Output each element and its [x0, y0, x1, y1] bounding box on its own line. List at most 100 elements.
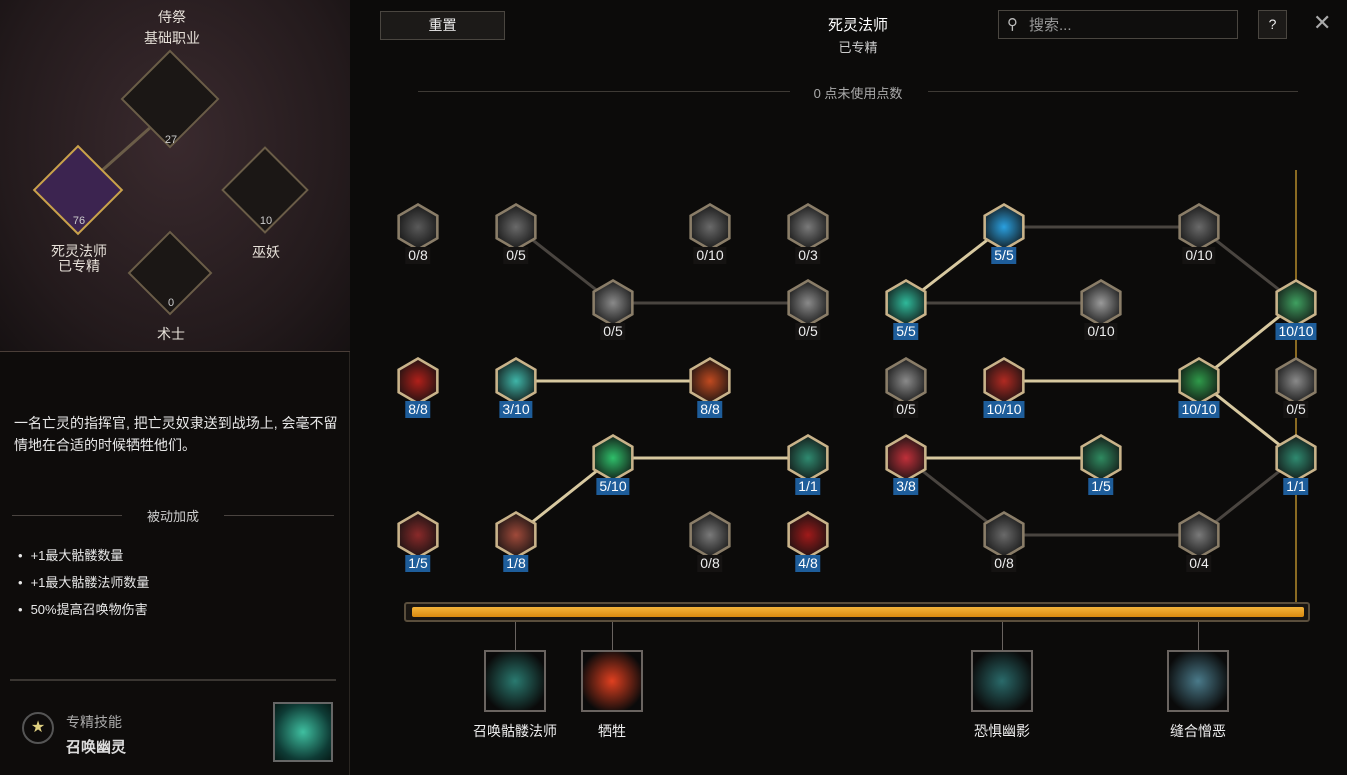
talent-node[interactable]: 1/1	[784, 434, 832, 495]
talent-node[interactable]: 5/5	[882, 279, 930, 340]
talent-rank: 0/10	[1182, 247, 1216, 264]
talent-rank: 0/10	[693, 247, 727, 264]
skill-icon[interactable]	[484, 650, 546, 712]
talent-icon	[787, 434, 829, 482]
talent-rank: 5/5	[893, 323, 919, 340]
talent-rank: 8/8	[405, 401, 431, 418]
talent-node[interactable]: 8/8	[686, 357, 734, 418]
talent-rank: 10/10	[1275, 323, 1317, 340]
talent-rank: 1/5	[1088, 478, 1114, 495]
talent-rank: 8/8	[697, 401, 723, 418]
talent-rank: 0/5	[893, 401, 919, 418]
skill-icon[interactable]	[581, 650, 643, 712]
passive-item: +1最大骷髅数量	[18, 542, 149, 569]
talent-rank: 0/8	[405, 247, 431, 264]
search-box[interactable]: ⚲	[998, 10, 1238, 39]
talent-node[interactable]: 1/1	[1272, 434, 1320, 495]
skill-icon[interactable]	[971, 650, 1033, 712]
talent-icon	[689, 203, 731, 251]
left-panel: 侍祭 基础职业 27 76 死灵法师 已专精 10 巫妖 0 术士 一名亡灵的指…	[0, 0, 350, 775]
progress-fill	[412, 607, 1304, 617]
page-title: 死灵法师	[827, 17, 889, 34]
talent-rank: 0/10	[1084, 323, 1118, 340]
base-class-title: 侍祭	[158, 9, 186, 25]
talent-node[interactable]: 10/10	[1175, 357, 1223, 418]
search-input[interactable]	[1029, 14, 1229, 36]
necromancer-points: 76	[72, 215, 86, 227]
reset-button[interactable]: 重置	[380, 11, 505, 40]
passive-header: 被动加成	[12, 506, 334, 525]
talent-rank: 0/8	[991, 555, 1017, 572]
skill-name: 缝合憎恶	[1170, 723, 1226, 739]
talent-icon	[1178, 511, 1220, 559]
progress-bar	[404, 602, 1310, 622]
talent-icon	[787, 279, 829, 327]
talent-node[interactable]: 3/8	[882, 434, 930, 495]
talent-node[interactable]: 0/5	[784, 279, 832, 340]
talent-icon	[983, 511, 1025, 559]
skill-connector	[515, 622, 516, 650]
talent-node[interactable]: 1/8	[492, 511, 540, 572]
talent-rank: 0/8	[697, 555, 723, 572]
talent-rank: 1/1	[795, 478, 821, 495]
help-button[interactable]: ?	[1258, 10, 1287, 39]
passive-item: +1最大骷髅法师数量	[18, 569, 150, 596]
talent-icon	[983, 357, 1025, 405]
talent-icon	[1178, 357, 1220, 405]
talent-node[interactable]: 10/10	[1272, 279, 1320, 340]
talent-rank: 0/5	[1283, 401, 1309, 418]
skill-name: 牺牲	[598, 723, 626, 739]
talent-node[interactable]: 1/5	[394, 511, 442, 572]
talent-node[interactable]: 0/5	[882, 357, 930, 418]
lich-points: 10	[259, 215, 273, 227]
talent-icon	[1275, 279, 1317, 327]
talent-node[interactable]: 10/10	[980, 357, 1028, 418]
talent-rank: 1/8	[503, 555, 529, 572]
talent-node[interactable]: 0/3	[784, 203, 832, 264]
talent-node[interactable]: 0/8	[980, 511, 1028, 572]
talent-node[interactable]: 0/8	[686, 511, 734, 572]
close-icon[interactable]: ✕	[1313, 10, 1332, 35]
talent-icon	[689, 511, 731, 559]
talent-node[interactable]: 8/8	[394, 357, 442, 418]
unused-points: 0 点未使用点数	[813, 86, 903, 101]
talent-node[interactable]: 0/10	[1175, 203, 1223, 264]
talent-node[interactable]: 0/5	[589, 279, 637, 340]
warlock-points: 0	[167, 297, 175, 309]
spec-skill-icon[interactable]	[273, 702, 333, 762]
talent-icon	[885, 357, 927, 405]
talent-node[interactable]: 0/4	[1175, 511, 1223, 572]
talent-node[interactable]: 0/5	[1272, 357, 1320, 418]
talent-node[interactable]: 3/10	[492, 357, 540, 418]
talent-icon	[1080, 434, 1122, 482]
talent-node[interactable]: 1/5	[1077, 434, 1125, 495]
skill-icon[interactable]	[1167, 650, 1229, 712]
warlock-name: 术士	[157, 326, 185, 342]
talent-rank: 0/3	[795, 247, 821, 264]
talent-rank: 3/10	[499, 401, 533, 418]
talent-node[interactable]: 0/5	[492, 203, 540, 264]
talent-node[interactable]: 0/8	[394, 203, 442, 264]
spec-skill-label: 专精技能	[66, 714, 122, 730]
talent-rank: 0/5	[503, 247, 529, 264]
divider	[418, 91, 790, 92]
talent-node[interactable]: 4/8	[784, 511, 832, 572]
talent-icon	[1080, 279, 1122, 327]
search-icon: ⚲	[1007, 16, 1018, 33]
divider	[928, 91, 1298, 92]
talent-node[interactable]: 0/10	[686, 203, 734, 264]
base-class-points: 27	[164, 134, 178, 146]
talent-rank: 0/5	[795, 323, 821, 340]
talent-icon	[787, 511, 829, 559]
talent-node[interactable]: 5/5	[980, 203, 1028, 264]
talent-icon	[1275, 357, 1317, 405]
base-class-subtitle: 基础职业	[144, 30, 200, 46]
talent-rank: 3/8	[893, 478, 919, 495]
passive-list: +1最大骷髅数量 +1最大骷髅法师数量 50%提高召唤物伤害	[18, 542, 150, 623]
talent-rank: 10/10	[1178, 401, 1220, 418]
talent-node[interactable]: 0/10	[1077, 279, 1125, 340]
talent-node[interactable]: 5/10	[589, 434, 637, 495]
talent-icon	[787, 203, 829, 251]
spec-skill-name: 召唤幽灵	[66, 739, 127, 756]
talent-icon	[495, 357, 537, 405]
